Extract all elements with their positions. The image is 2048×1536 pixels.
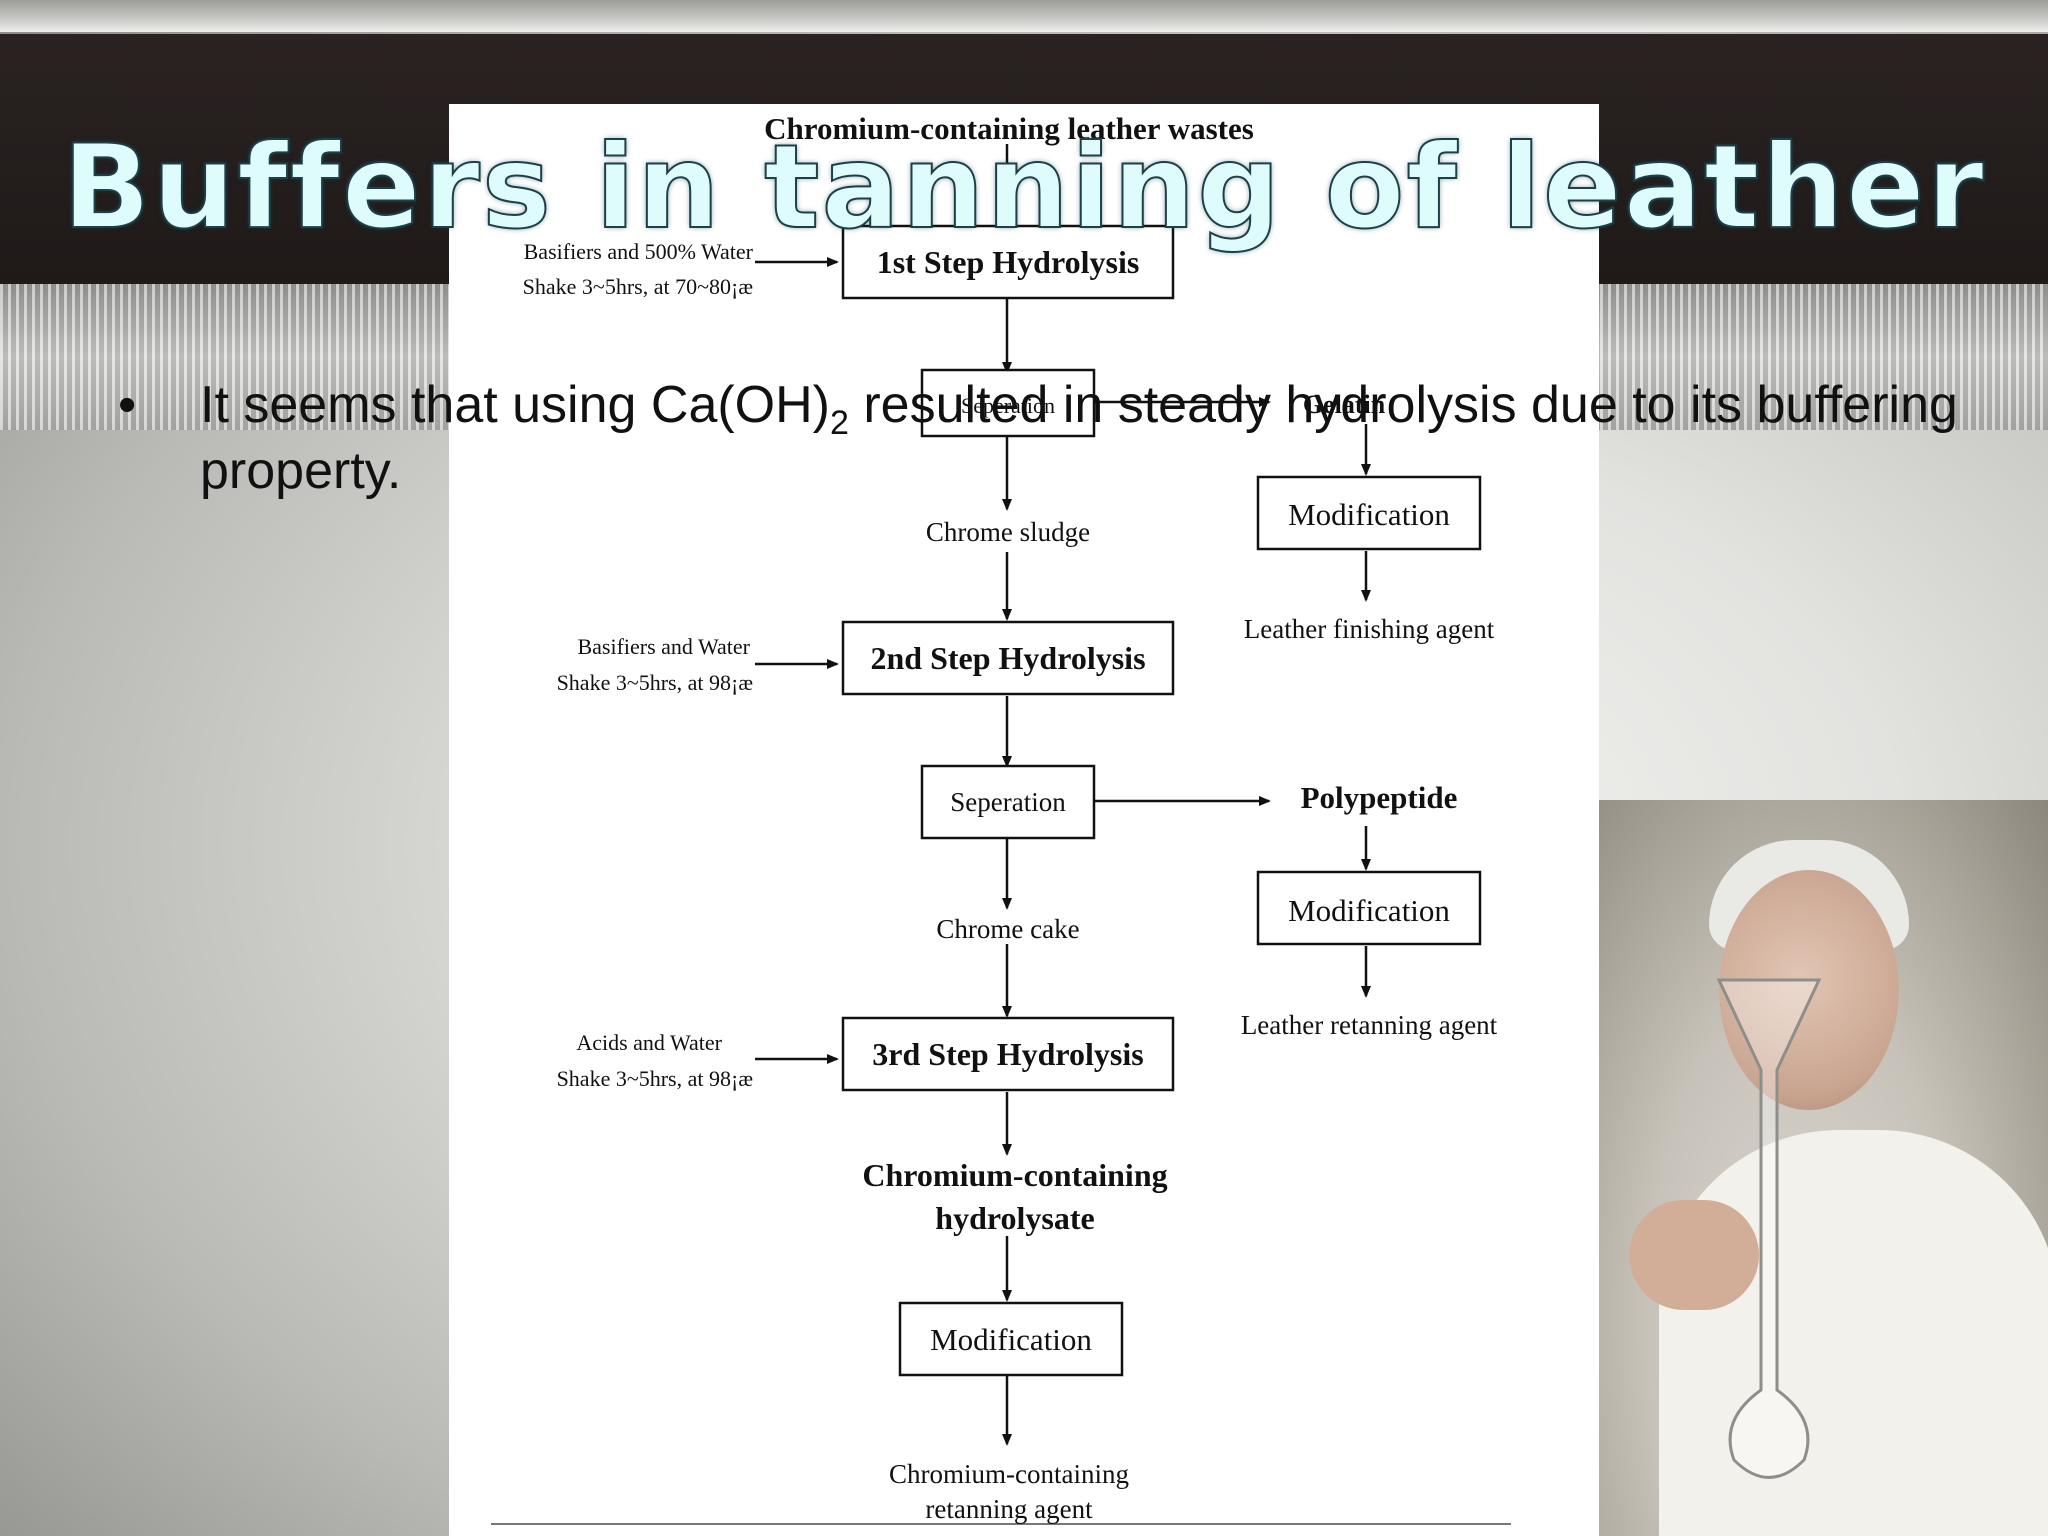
separation1-label: Seperation <box>961 393 1055 418</box>
bullet-item: • It seems that using Ca(OH)2 resulted i… <box>118 372 1998 504</box>
hydrolysate-line2: hydrolysate <box>935 1200 1094 1236</box>
step3-label: 3rd Step Hydrolysis <box>872 1036 1143 1072</box>
glass-funnel-flask-icon <box>1716 978 1822 1479</box>
separation2-box <box>920 764 1096 840</box>
step3-box <box>841 1016 1175 1092</box>
lab-coat <box>1659 1130 2048 1536</box>
hydrolysate-line1: Chromium-containing <box>862 1157 1167 1193</box>
scientist-hand <box>1629 1200 1759 1310</box>
separation2-label: Seperation <box>950 787 1066 817</box>
step1-box <box>841 224 1175 300</box>
bullet-marker: • <box>118 376 137 434</box>
final-product-line1: Chromium-containing <box>889 1459 1129 1489</box>
step1-input-line1: Basifiers and 500% Water <box>524 239 754 264</box>
top-decorative-band <box>0 0 2048 32</box>
top-label: Chromium-containing leather wastes <box>764 111 1254 146</box>
gelatin-modification-label: Modification <box>1288 497 1450 532</box>
scientist-face <box>1719 870 1899 1110</box>
flowchart-connectors <box>755 144 1371 1446</box>
bullet-text-start: It seems that using Ca(OH) <box>200 376 830 434</box>
step3-input-line1: Acids and Water <box>576 1030 722 1055</box>
separation1-box <box>920 368 1096 438</box>
step2-input-line1: Basifiers and Water <box>577 634 750 659</box>
final-product-line2: retanning agent <box>925 1494 1093 1524</box>
step1-input-line2: Shake 3~5hrs, at 70~80¡æ <box>523 274 753 299</box>
gelatin-modification-box <box>1256 475 1482 551</box>
final-modification-box <box>898 1301 1124 1377</box>
flowchart-diagram: Chromium-containing leather wastes 1st S… <box>449 104 1599 1536</box>
slide-title: Buffers in tanning of leather <box>61 119 1986 256</box>
leather-finishing-agent: Leather finishing agent <box>1244 614 1495 644</box>
step2-box <box>841 620 1175 696</box>
bullet-text-end: resulted in steady hydrolysis due to its… <box>200 376 1958 500</box>
polypeptide-modification-box <box>1256 870 1482 946</box>
leather-retanning-agent: Leather retanning agent <box>1241 1010 1498 1040</box>
final-modification-label: Modification <box>930 1322 1092 1357</box>
chrome-sludge-label: Chrome sludge <box>926 517 1090 547</box>
bullet-list: • It seems that using Ca(OH)2 resulted i… <box>118 372 1998 504</box>
polypeptide-modification-label: Modification <box>1288 893 1450 928</box>
polypeptide-label: Polypeptide <box>1301 780 1458 815</box>
gelatin-label: Gelatin <box>1303 390 1386 419</box>
step2-input-line2: Shake 3~5hrs, at 98¡æ <box>557 670 753 695</box>
scientist-photo <box>1599 800 2048 1536</box>
step1-label: 1st Step Hydrolysis <box>877 244 1140 280</box>
chrome-cake-label: Chrome cake <box>936 914 1079 944</box>
bullet-subscript: 2 <box>830 404 849 442</box>
step3-input-line2: Shake 3~5hrs, at 98¡æ <box>557 1066 753 1091</box>
step2-label: 2nd Step Hydrolysis <box>870 640 1145 676</box>
